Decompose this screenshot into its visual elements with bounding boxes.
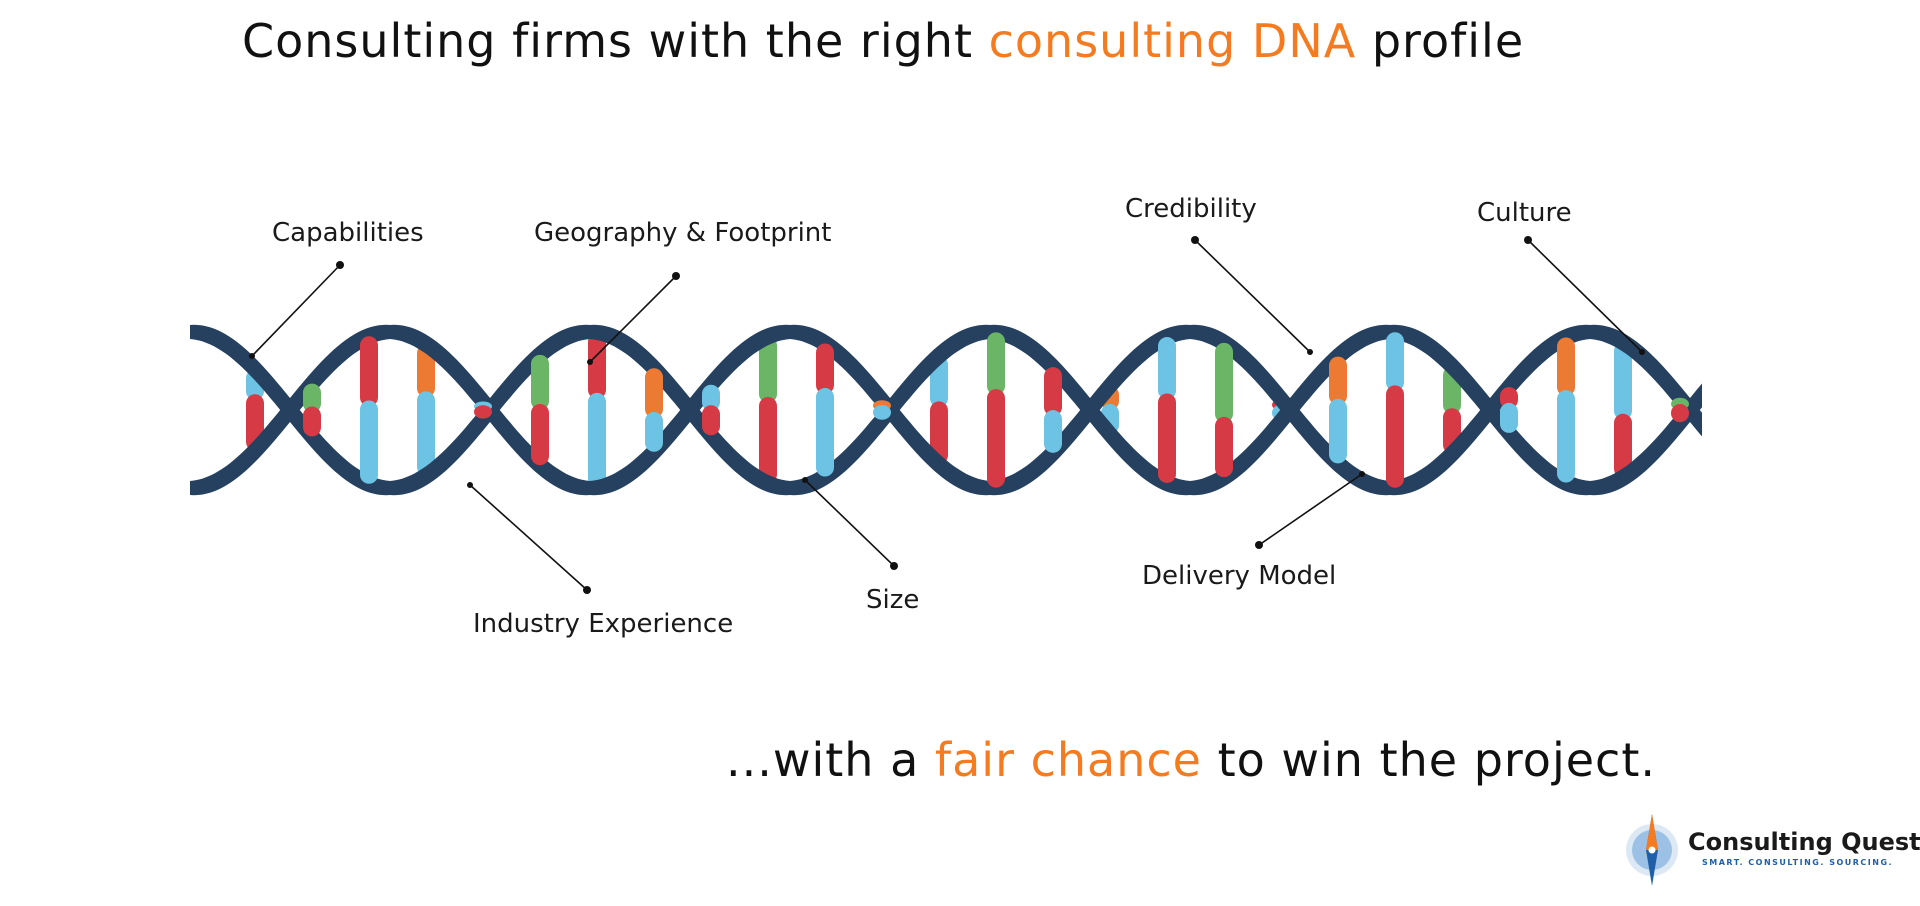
- consulting-quest-logo: Consulting Quest SMART. CONSULTING. SOUR…: [1622, 810, 1920, 890]
- base-pair-bottom: [1557, 390, 1575, 483]
- headline: Consulting firms with the right consulti…: [242, 14, 1524, 68]
- leader-size: [804, 479, 895, 567]
- headline-text-1: Consulting firms with the right: [242, 14, 989, 68]
- base-pair-bottom: [702, 405, 720, 436]
- base-pair-bottom: [645, 412, 663, 452]
- base-pair-bottom: [1044, 410, 1062, 453]
- base-pair-bottom: [1671, 404, 1689, 423]
- base-pair-top: [1386, 332, 1404, 392]
- base-pair-bottom: [303, 406, 321, 437]
- logo-name: Consulting Quest: [1688, 828, 1920, 856]
- leader-geography: [589, 275, 677, 363]
- leader-geography-tip: [587, 359, 593, 365]
- base-pair-top: [702, 384, 720, 412]
- base-pair-bottom: [930, 401, 948, 465]
- base-pair-top: [1614, 342, 1632, 420]
- label-size: Size: [866, 585, 920, 615]
- leader-industry: [469, 484, 588, 591]
- base-pair-top: [1500, 387, 1518, 409]
- leader-size-tip: [802, 477, 808, 483]
- label-geography-footprint: Geography & Footprint: [534, 218, 832, 248]
- label-credibility: Credibility: [1125, 194, 1257, 224]
- leader-credibility-dot: [1191, 236, 1199, 244]
- base-pair-bottom: [417, 391, 435, 476]
- base-pair-top: [531, 354, 549, 410]
- base-pair-bottom: [474, 405, 492, 419]
- base-pair-top: [1158, 337, 1176, 400]
- base-pair-bottom: [1329, 398, 1347, 464]
- leader-size-dot: [890, 562, 898, 570]
- leader-delivery-tip: [1359, 471, 1365, 477]
- compass-icon: [1626, 814, 1678, 886]
- headline-accent: consulting DNA: [988, 14, 1357, 68]
- base-pair-top: [645, 368, 663, 419]
- headline-text-2: profile: [1356, 14, 1525, 68]
- label-industry-experience: Industry Experience: [473, 609, 734, 639]
- base-pair-top: [759, 336, 777, 403]
- label-culture: Culture: [1477, 198, 1572, 228]
- logo-tagline: SMART. CONSULTING. SOURCING.: [1702, 858, 1894, 867]
- base-pair-bottom: [1500, 402, 1518, 433]
- base-pair-top: [1044, 367, 1062, 417]
- leader-culture-dot: [1524, 236, 1532, 244]
- base-pair-bottom: [1386, 385, 1404, 488]
- base-pair-bottom: [987, 389, 1005, 488]
- leader-culture-tip: [1639, 349, 1645, 355]
- base-pair-top: [1557, 337, 1575, 397]
- strand-a: [190, 324, 1702, 496]
- base-pair-top: [1215, 342, 1233, 423]
- base-pair-top: [816, 343, 834, 395]
- base-pair-bottom: [816, 388, 834, 477]
- leader-delivery-dot: [1255, 541, 1263, 549]
- leader-industry-dot: [583, 586, 591, 594]
- base-pair-bottom: [1215, 416, 1233, 478]
- base-pair-bottom: [1614, 413, 1632, 478]
- leader-credibility: [1194, 239, 1311, 353]
- leader-capabilities-dot: [336, 261, 344, 269]
- base-pair-bottom: [759, 396, 777, 484]
- base-pair-bottom: [531, 404, 549, 466]
- base-pair-bottom: [588, 392, 606, 488]
- base-pair-top: [588, 332, 606, 399]
- base-pair-top: [987, 332, 1005, 396]
- base-pair-top: [360, 336, 378, 407]
- base-pair-top: [417, 344, 435, 398]
- leader-capabilities: [251, 264, 341, 357]
- leader-geography-dot: [672, 272, 680, 280]
- leader-capabilities-tip: [249, 353, 255, 359]
- tagline-text-1: ...with a: [726, 733, 935, 787]
- strand-b: [190, 324, 1702, 496]
- leader-culture: [1527, 239, 1643, 353]
- base-pair-bottom: [360, 400, 378, 484]
- tagline: ...with a fair chance to win the project…: [726, 733, 1656, 787]
- label-delivery-model: Delivery Model: [1142, 561, 1337, 591]
- base-pair-bottom: [873, 404, 891, 420]
- leader-delivery: [1258, 473, 1363, 546]
- leader-credibility-tip: [1307, 349, 1313, 355]
- tagline-accent: fair chance: [934, 733, 1202, 787]
- base-pair-bottom: [1158, 393, 1176, 483]
- leader-industry-tip: [467, 482, 473, 488]
- label-capabilities: Capabilities: [272, 218, 424, 248]
- base-pair-top: [303, 383, 321, 413]
- base-pair-top: [1329, 356, 1347, 405]
- tagline-text-2: to win the project.: [1201, 733, 1656, 787]
